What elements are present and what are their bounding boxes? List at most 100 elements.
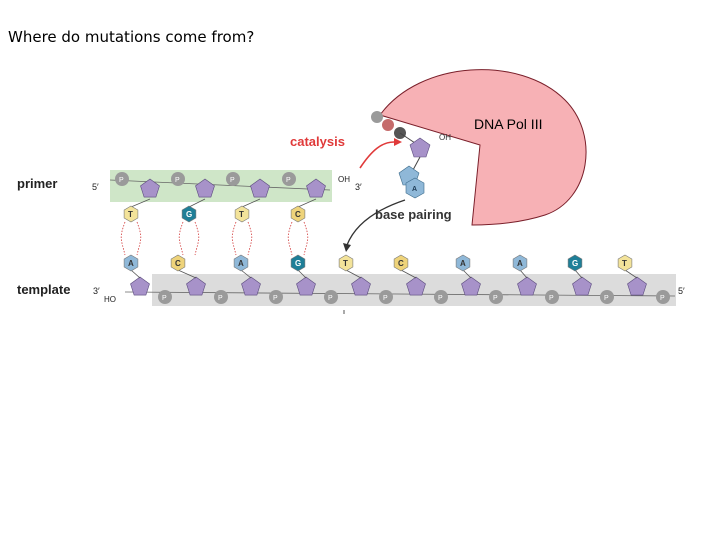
primer-sugar — [140, 178, 160, 198]
phosphate-label: P — [162, 295, 167, 302]
primer-base-label: T — [239, 210, 244, 219]
template-base-c — [393, 254, 409, 272]
primer-sugar — [250, 178, 270, 198]
catalysis-label: catalysis — [290, 134, 345, 149]
phosphate-icon — [600, 290, 614, 304]
incoming-base-a — [405, 177, 425, 199]
template-base-label: C — [398, 259, 404, 268]
phosphate-label: P — [273, 295, 278, 302]
incoming-base-label: A — [412, 186, 417, 193]
catalysis-arrow — [359, 141, 395, 169]
primer-base-label: C — [295, 210, 301, 219]
phosphate-icon — [324, 290, 338, 304]
dna-pol-iii-enzyme — [379, 69, 587, 226]
primer-base-g — [181, 205, 197, 223]
enzyme-label: DNA Pol III — [474, 116, 542, 132]
hydrogen-bond — [178, 221, 184, 256]
primer-sugar — [306, 178, 326, 198]
primer-base-t — [123, 205, 139, 223]
template-sugar — [517, 276, 537, 296]
phosphate-icon — [379, 290, 393, 304]
template-base-label: T — [343, 259, 348, 268]
incoming-sugar — [409, 137, 431, 158]
phosphate-icon — [434, 290, 448, 304]
hydrogen-bond — [120, 221, 126, 256]
phosphate-label: P — [493, 295, 498, 302]
phosphate-icon — [171, 172, 185, 186]
template-3prime-label: 3′ — [93, 286, 100, 296]
template-base-label: G — [572, 259, 578, 268]
template-sugar — [130, 276, 150, 296]
phosphate-label: P — [383, 295, 388, 302]
phosphate-label: P — [119, 177, 124, 184]
phosphate-icon — [282, 172, 296, 186]
phosphate-label: P — [438, 295, 443, 302]
phosphate-icon — [489, 290, 503, 304]
template-base-label: T — [622, 259, 627, 268]
template-5prime-label: 5′ — [678, 286, 685, 296]
template-sugar — [406, 276, 426, 296]
template-base-t — [617, 254, 633, 272]
base-pairing-arrow — [346, 199, 406, 246]
hydrogen-bond — [136, 221, 142, 256]
template-base-label: G — [295, 259, 301, 268]
phosphate-label: P — [328, 295, 333, 302]
template-base-label: A — [517, 259, 523, 268]
template-base-g — [290, 254, 306, 272]
phosphate-icon — [545, 290, 559, 304]
phosphate-label: P — [604, 295, 609, 302]
phosphate-icon — [382, 119, 394, 131]
primer-base-label: T — [128, 210, 133, 219]
phosphate-icon — [371, 111, 383, 123]
template-sugar — [461, 276, 481, 296]
template-sugar — [572, 276, 592, 296]
phosphate-icon — [158, 290, 172, 304]
template-sugar — [627, 276, 647, 296]
phosphate-label: P — [175, 177, 180, 184]
template-sugar — [296, 276, 316, 296]
template-base-t — [338, 254, 354, 272]
template-base-label: A — [460, 259, 466, 268]
template-base-a — [123, 254, 139, 272]
template-base-a — [512, 254, 528, 272]
base-pairing-label: base pairing — [375, 207, 452, 222]
phosphate-icon — [269, 290, 283, 304]
hydrogen-bond — [194, 221, 200, 256]
hydrogen-bond — [247, 221, 253, 256]
phosphate-icon — [226, 172, 240, 186]
primer-5prime-label: 5′ — [92, 182, 99, 192]
template-ho-label: HO — [104, 295, 116, 304]
phosphate-label: P — [218, 295, 223, 302]
hydrogen-bond — [231, 221, 237, 256]
template-sugar — [186, 276, 206, 296]
phosphate-label: P — [286, 177, 291, 184]
primer-strand: P P P P T G T C — [109, 172, 331, 223]
template-base-label: C — [175, 259, 181, 268]
primer-oh-label: OH — [338, 175, 350, 184]
template-label: template — [17, 282, 70, 297]
phosphate-icon — [115, 172, 129, 186]
template-base-label: A — [238, 259, 244, 268]
phosphate-icon — [656, 290, 670, 304]
slide-title: Where do mutations come from? — [8, 28, 255, 46]
template-sugar — [241, 276, 261, 296]
hydrogen-bond — [287, 221, 293, 256]
template-base-a — [233, 254, 249, 272]
incoming-oh-label: OH — [439, 133, 451, 142]
primer-label: primer — [17, 176, 57, 191]
base-pairing-arrowhead — [343, 243, 351, 252]
hydrogen-bond — [303, 221, 309, 256]
base-pairs — [120, 221, 309, 256]
template-base-a — [455, 254, 471, 272]
template-base-g — [567, 254, 583, 272]
primer-3prime-label: 3′ — [355, 182, 362, 192]
primer-base-c — [290, 205, 306, 223]
template-base-c — [170, 254, 186, 272]
primer-base-t — [234, 205, 250, 223]
primer-base-label: G — [186, 210, 192, 219]
phosphate-label: P — [230, 177, 235, 184]
phosphate-label: P — [660, 295, 665, 302]
catalysis-arrowhead — [394, 138, 402, 146]
